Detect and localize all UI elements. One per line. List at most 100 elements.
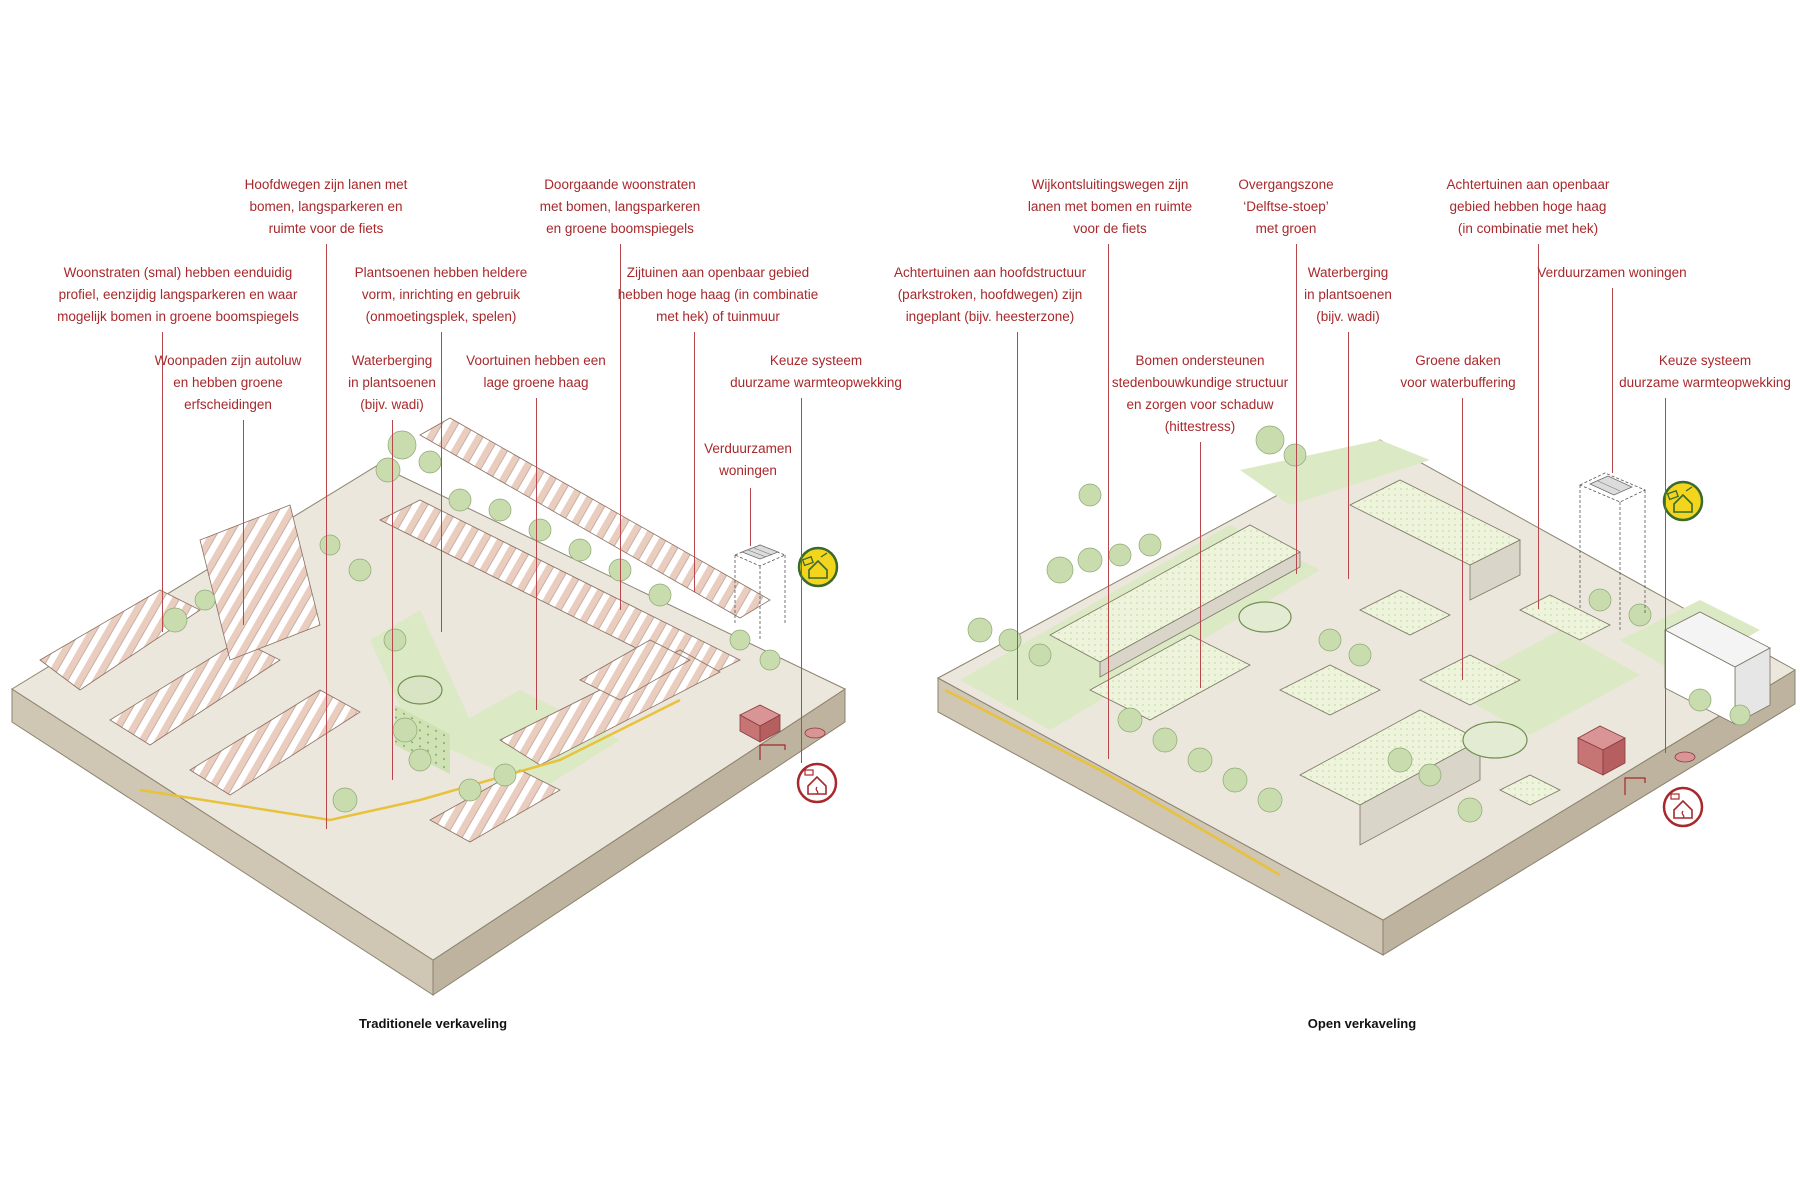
callout-line: Doorgaande woonstraten [544,177,696,192]
callout-line: Waterberging [1307,265,1389,280]
callout-line: Zijtuinen aan openbaar gebied [626,265,810,280]
callout-line: Achtertuinen aan hoofdstructuur [893,265,1087,280]
leader-line [162,332,163,632]
callout-line: in plantsoenen [1304,287,1392,302]
callout-line: en hebben groene [173,375,283,390]
leader-line [441,332,442,632]
callout-line: lage groene haag [483,375,589,390]
pipe-arrow [759,744,786,760]
callout-line: voor de fiets [1073,221,1147,236]
callout-line: Achtertuinen aan openbaar [1446,177,1610,192]
callout-trees-structure: Bomen ondersteunen stedenbouwkundige str… [1112,350,1288,438]
callout-line: voor waterbuffering [1400,375,1516,390]
leader-line [694,332,695,592]
leader-line [392,420,393,780]
leader-line [620,244,621,610]
leader-line [1462,398,1463,680]
callout-line: lanen met bomen en ruimte [1027,199,1193,214]
callout-water-storage-open: Waterberging in plantsoenen (bijv. wadi) [1304,262,1392,328]
callout-line: Verduurzamen woningen [1537,265,1687,280]
heat-house-badge-icon [1662,786,1704,828]
leader-line [1612,288,1613,473]
leader-line [1538,244,1539,609]
leader-line [243,420,244,625]
callout-line: Woonstraten (smal) hebben eenduidig [63,265,293,280]
housing-row [189,689,361,796]
solar-house-badge-icon [797,546,839,588]
callout-side-gardens: Zijtuinen aan openbaar gebied hebben hog… [618,262,818,328]
callout-line: profiel, eenzijdig langsparkeren en waar [58,287,298,302]
callout-sustainable-houses-open: Verduurzamen woningen [1537,262,1686,284]
callout-back-gardens-main: Achtertuinen aan hoofdstructuur (parkstr… [894,262,1086,328]
leader-line [1665,398,1666,753]
callout-narrow-streets: Woonstraten (smal) hebben eenduidig prof… [57,262,299,328]
callout-line: met groen [1255,221,1317,236]
callout-district-roads: Wijkontsluitingswegen zijn lanen met bom… [1028,174,1192,240]
callout-main-roads: Hoofdwegen zijn lanen met bomen, langspa… [245,174,408,240]
callout-line: ingeplant (bijv. heesterzone) [905,309,1075,324]
main-road [139,698,681,822]
callout-line: erfscheidingen [184,397,272,412]
housing-row [379,499,741,681]
callout-line: (in combinatie met hek) [1457,221,1599,236]
leader-line [1200,442,1201,688]
housing-row [419,417,771,619]
callout-line: Keuze systeem [1658,353,1752,368]
pipe-cylinder [804,727,826,739]
callout-line: mogelijk bomen in groene boomspiegels [57,309,299,324]
solar-house-badge-icon [1662,480,1704,522]
open-layout-illustration [936,425,1796,956]
pipe-cylinder [1674,751,1696,763]
traditional-layout-illustration [11,417,847,996]
callout-line: Voortuinen hebben een [466,353,606,368]
wadi-pond [1238,601,1292,633]
leader-line [801,398,802,763]
callout-line: ‘Delftse-stoep’ [1243,199,1329,214]
callout-line: (bijv. wadi) [1316,309,1380,324]
callout-line: in plantsoenen [348,375,436,390]
green-roof-blocks [1049,479,1611,846]
solar-panels [741,544,779,560]
panel-caption: Open verkaveling [1307,1016,1417,1031]
callout-line: Overgangszone [1238,177,1334,192]
callout-water-storage: Waterberging in plantsoenen (bijv. wadi) [348,350,436,416]
callout-line: Woonpaden zijn autoluw [154,353,302,368]
callout-through-streets: Doorgaande woonstraten met bomen, langsp… [540,174,701,240]
main-road [944,688,1281,877]
leader-line [1108,244,1109,759]
callout-heat-system: Keuze systeem duurzame warmteopwekking [730,350,902,394]
callout-line: duurzame warmteopwekking [1619,375,1791,390]
callout-footpaths: Woonpaden zijn autoluw en hebben groene … [155,350,302,416]
trees [162,430,781,813]
callout-line: Waterberging [351,353,433,368]
wadi-pond [1462,721,1528,759]
callout-line: hebben hoge haag (in combinatie [617,287,819,302]
callout-line: woningen [719,463,777,478]
callout-line: stedenbouwkundige structuur [1111,375,1289,390]
leader-line [750,488,751,546]
housing-row [429,769,561,843]
leader-line [326,244,327,829]
callout-line: ruimte voor de fiets [268,221,384,236]
housing-row [109,639,281,746]
callout-front-gardens: Voortuinen hebben een lage groene haag [466,350,606,394]
park-area [1240,440,1430,505]
heat-unit [739,704,781,743]
callout-line: Hoofdwegen zijn lanen met [244,177,408,192]
pipe-arrow [1624,777,1646,795]
callout-heat-system-open: Keuze systeem duurzame warmteopwekking [1619,350,1791,394]
ground-top [936,439,1796,921]
park-area [1450,630,1640,735]
callout-line: (hittestress) [1164,419,1236,434]
callout-line: Bomen ondersteunen [1135,353,1265,368]
leader-line [1017,332,1018,700]
solar-panels [1589,475,1633,496]
callout-parks: Plantsoenen hebben heldere vorm, inricht… [355,262,528,328]
callout-green-roofs: Groene daken voor waterbuffering [1400,350,1515,394]
callout-line: duurzame warmteopwekking [730,375,902,390]
callout-line: Plantsoenen hebben heldere [354,265,528,280]
housing-row [39,589,201,691]
callout-line: Verduurzamen [704,441,792,456]
